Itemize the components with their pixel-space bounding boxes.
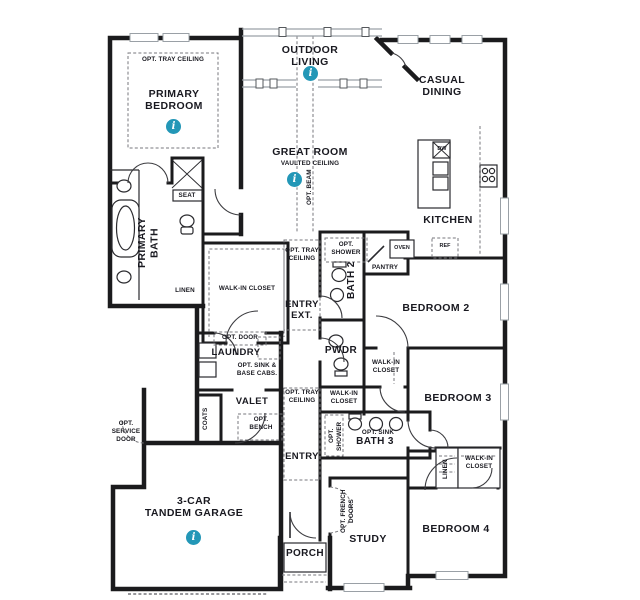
room-label-great-room: GREAT ROOM (272, 146, 348, 158)
note-opt-beam: OPT. BEAM (306, 169, 313, 205)
info-icon[interactable]: i (287, 172, 302, 187)
room-label-primary-bedroom: PRIMARY BEDROOM (145, 88, 203, 113)
fixture-label-dw: DW (437, 146, 447, 152)
note-primary-tray-ceiling: OPT. TRAY CEILING (141, 56, 205, 63)
room-label-bedroom2: BEDROOM 2 (402, 302, 470, 314)
room-label-bedroom4: BEDROOM 4 (422, 523, 490, 535)
room-label-primary-bath: PRIMARY BATH (136, 217, 161, 269)
room-label-valet: VALET (235, 396, 269, 407)
info-icon[interactable]: i (166, 119, 181, 134)
fixture-label-seat: SEAT (178, 192, 196, 199)
note-bath3-opt-sink: OPT. SINK (361, 429, 395, 436)
note-bath3-opt-shower: OPT. SHOWER (328, 421, 343, 451)
closet-label-linen-bedroom4: LINEN (442, 459, 449, 479)
note-valet-opt-bench: OPT. BENCH (249, 416, 273, 431)
closet-label-coats: COATS (202, 407, 209, 431)
room-label-laundry: LAUNDRY (211, 347, 261, 358)
note-entry-ext-tray: OPT. TRAY CEILING (285, 247, 319, 262)
fixture-label-ref: REF (439, 243, 451, 249)
room-label-garage: 3-CAR TANDEM GARAGE (144, 495, 244, 520)
dashed-optional-lines (121, 36, 497, 595)
note-laundry-opt-sink: OPT. SINK & BASE CABS. (236, 362, 278, 377)
note-entry-tray: OPT. TRAY CEILING (285, 389, 319, 404)
info-icon[interactable]: i (303, 66, 318, 81)
room-label-entry-ext: ENTRY EXT. (285, 299, 319, 322)
note-opt-french-doors: OPT. FRENCH DOORS (340, 489, 355, 533)
door-arcs (127, 52, 493, 539)
room-label-bath3: BATH 3 (356, 436, 394, 447)
room-label-study: STUDY (349, 533, 387, 545)
fixtures (110, 139, 501, 573)
room-label-pantry: PANTRY (371, 264, 399, 271)
room-label-pwdr: PWDR (324, 345, 358, 356)
room-label-entry: ENTRY (285, 451, 319, 462)
closet-label-walk-in-bedroom4: WALK-IN CLOSET (465, 455, 493, 470)
room-label-bedroom3: BEDROOM 3 (424, 392, 492, 404)
fixture-label-oven: OVEN (394, 245, 410, 251)
note-bath2-opt-shower: OPT. SHOWER (331, 241, 361, 256)
note-vaulted-ceiling: VAULTED CEILING (280, 160, 340, 167)
room-label-porch: PORCH (285, 548, 325, 559)
room-label-casual-dining: CASUAL DINING (418, 74, 466, 99)
note-laundry-opt-door: OPT. DOOR (222, 334, 258, 341)
info-icon[interactable]: i (186, 530, 201, 545)
room-label-outdoor-living: OUTDOOR LIVING (281, 44, 339, 69)
closet-label-linen: LINEN (175, 287, 195, 294)
closet-label-walk-in-primary: WALK-IN CLOSET (218, 285, 276, 292)
windows (129, 27, 509, 592)
closet-label-walk-in-hall: WALK-IN CLOSET (330, 390, 358, 405)
room-label-kitchen: KITCHEN (423, 214, 473, 226)
note-opt-service-door: OPT. SERVICE DOOR (111, 420, 141, 443)
closet-label-walk-in-bedroom3: WALK-IN CLOSET (372, 359, 400, 374)
